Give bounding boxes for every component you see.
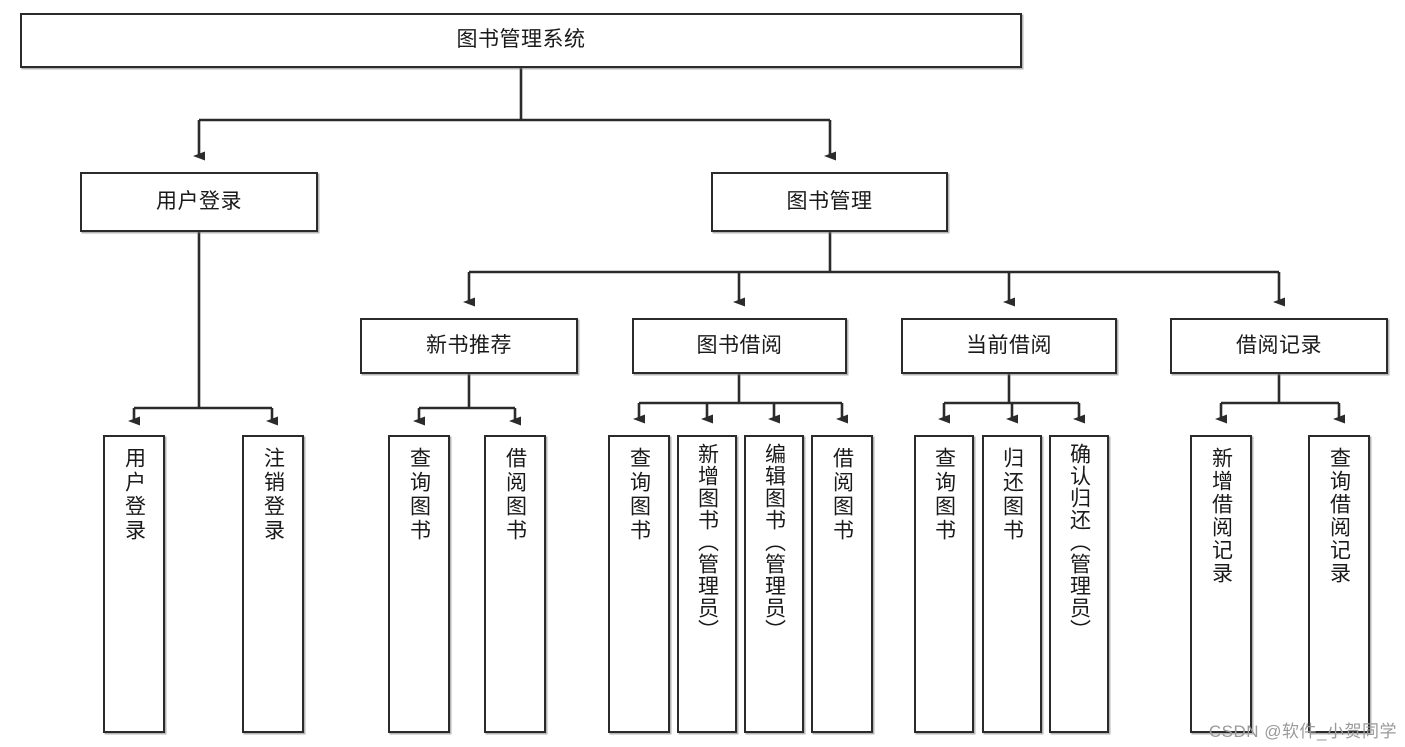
node-root-label: 图书管理系统 [456, 28, 586, 52]
node-leaf-user-login[interactable]: 用户登录 [103, 435, 165, 733]
node-leaf-add-book-admin[interactable]: 新增图书（管理员） [677, 435, 737, 733]
node-leaf-borrow-book-borrow[interactable]: 借阅图书 [811, 435, 873, 733]
node-leaf-query-book-rec-label: 查询图书 [407, 447, 431, 543]
node-current-borrow[interactable]: 当前借阅 [901, 318, 1117, 374]
node-new-book-rec[interactable]: 新书推荐 [360, 318, 578, 374]
node-leaf-user-logout-label: 注销登录 [261, 447, 285, 543]
node-leaf-query-book-cur-label: 查询图书 [932, 447, 956, 543]
watermark-text: CSDN @软件_小贺同学 [1208, 722, 1397, 741]
node-user-login[interactable]: 用户登录 [80, 172, 318, 232]
node-leaf-add-borrow-record-label: 新增借阅记录 [1209, 447, 1233, 585]
node-leaf-query-book-cur[interactable]: 查询图书 [914, 435, 974, 733]
node-leaf-query-book-rec[interactable]: 查询图书 [388, 435, 450, 733]
node-leaf-user-login-label: 用户登录 [122, 447, 146, 543]
node-root[interactable]: 图书管理系统 [20, 13, 1022, 68]
node-leaf-add-book-admin-label: 新增图书（管理员） [695, 443, 719, 641]
node-leaf-query-borrow-record-label: 查询借阅记录 [1327, 447, 1351, 585]
node-leaf-add-borrow-record[interactable]: 新增借阅记录 [1190, 435, 1252, 733]
node-borrow-record[interactable]: 借阅记录 [1170, 318, 1388, 374]
node-current-borrow-label: 当前借阅 [966, 333, 1052, 357]
node-leaf-query-book-borrow-label: 查询图书 [627, 447, 651, 543]
node-book-manage[interactable]: 图书管理 [711, 172, 948, 232]
node-leaf-borrow-book-borrow-label: 借阅图书 [830, 447, 854, 543]
node-leaf-return-book[interactable]: 归还图书 [982, 435, 1042, 733]
node-leaf-confirm-return-admin-label: 确认归还（管理员） [1067, 443, 1091, 641]
node-leaf-borrow-book-rec[interactable]: 借阅图书 [484, 435, 546, 733]
node-book-borrow-label: 图书借阅 [696, 333, 783, 357]
node-book-borrow[interactable]: 图书借阅 [632, 318, 847, 374]
node-new-book-rec-label: 新书推荐 [426, 333, 512, 357]
node-leaf-edit-book-admin-label: 编辑图书（管理员） [762, 443, 786, 641]
node-user-login-label: 用户登录 [156, 189, 242, 213]
node-leaf-query-borrow-record[interactable]: 查询借阅记录 [1308, 435, 1370, 733]
node-leaf-user-logout[interactable]: 注销登录 [242, 435, 304, 733]
node-leaf-edit-book-admin[interactable]: 编辑图书（管理员） [744, 435, 804, 733]
node-borrow-record-label: 借阅记录 [1236, 333, 1322, 357]
node-book-manage-label: 图书管理 [786, 189, 873, 213]
node-leaf-borrow-book-rec-label: 借阅图书 [503, 447, 527, 543]
node-leaf-query-book-borrow[interactable]: 查询图书 [608, 435, 670, 733]
node-leaf-confirm-return-admin[interactable]: 确认归还（管理员） [1049, 435, 1109, 733]
node-leaf-return-book-label: 归还图书 [1000, 447, 1024, 543]
